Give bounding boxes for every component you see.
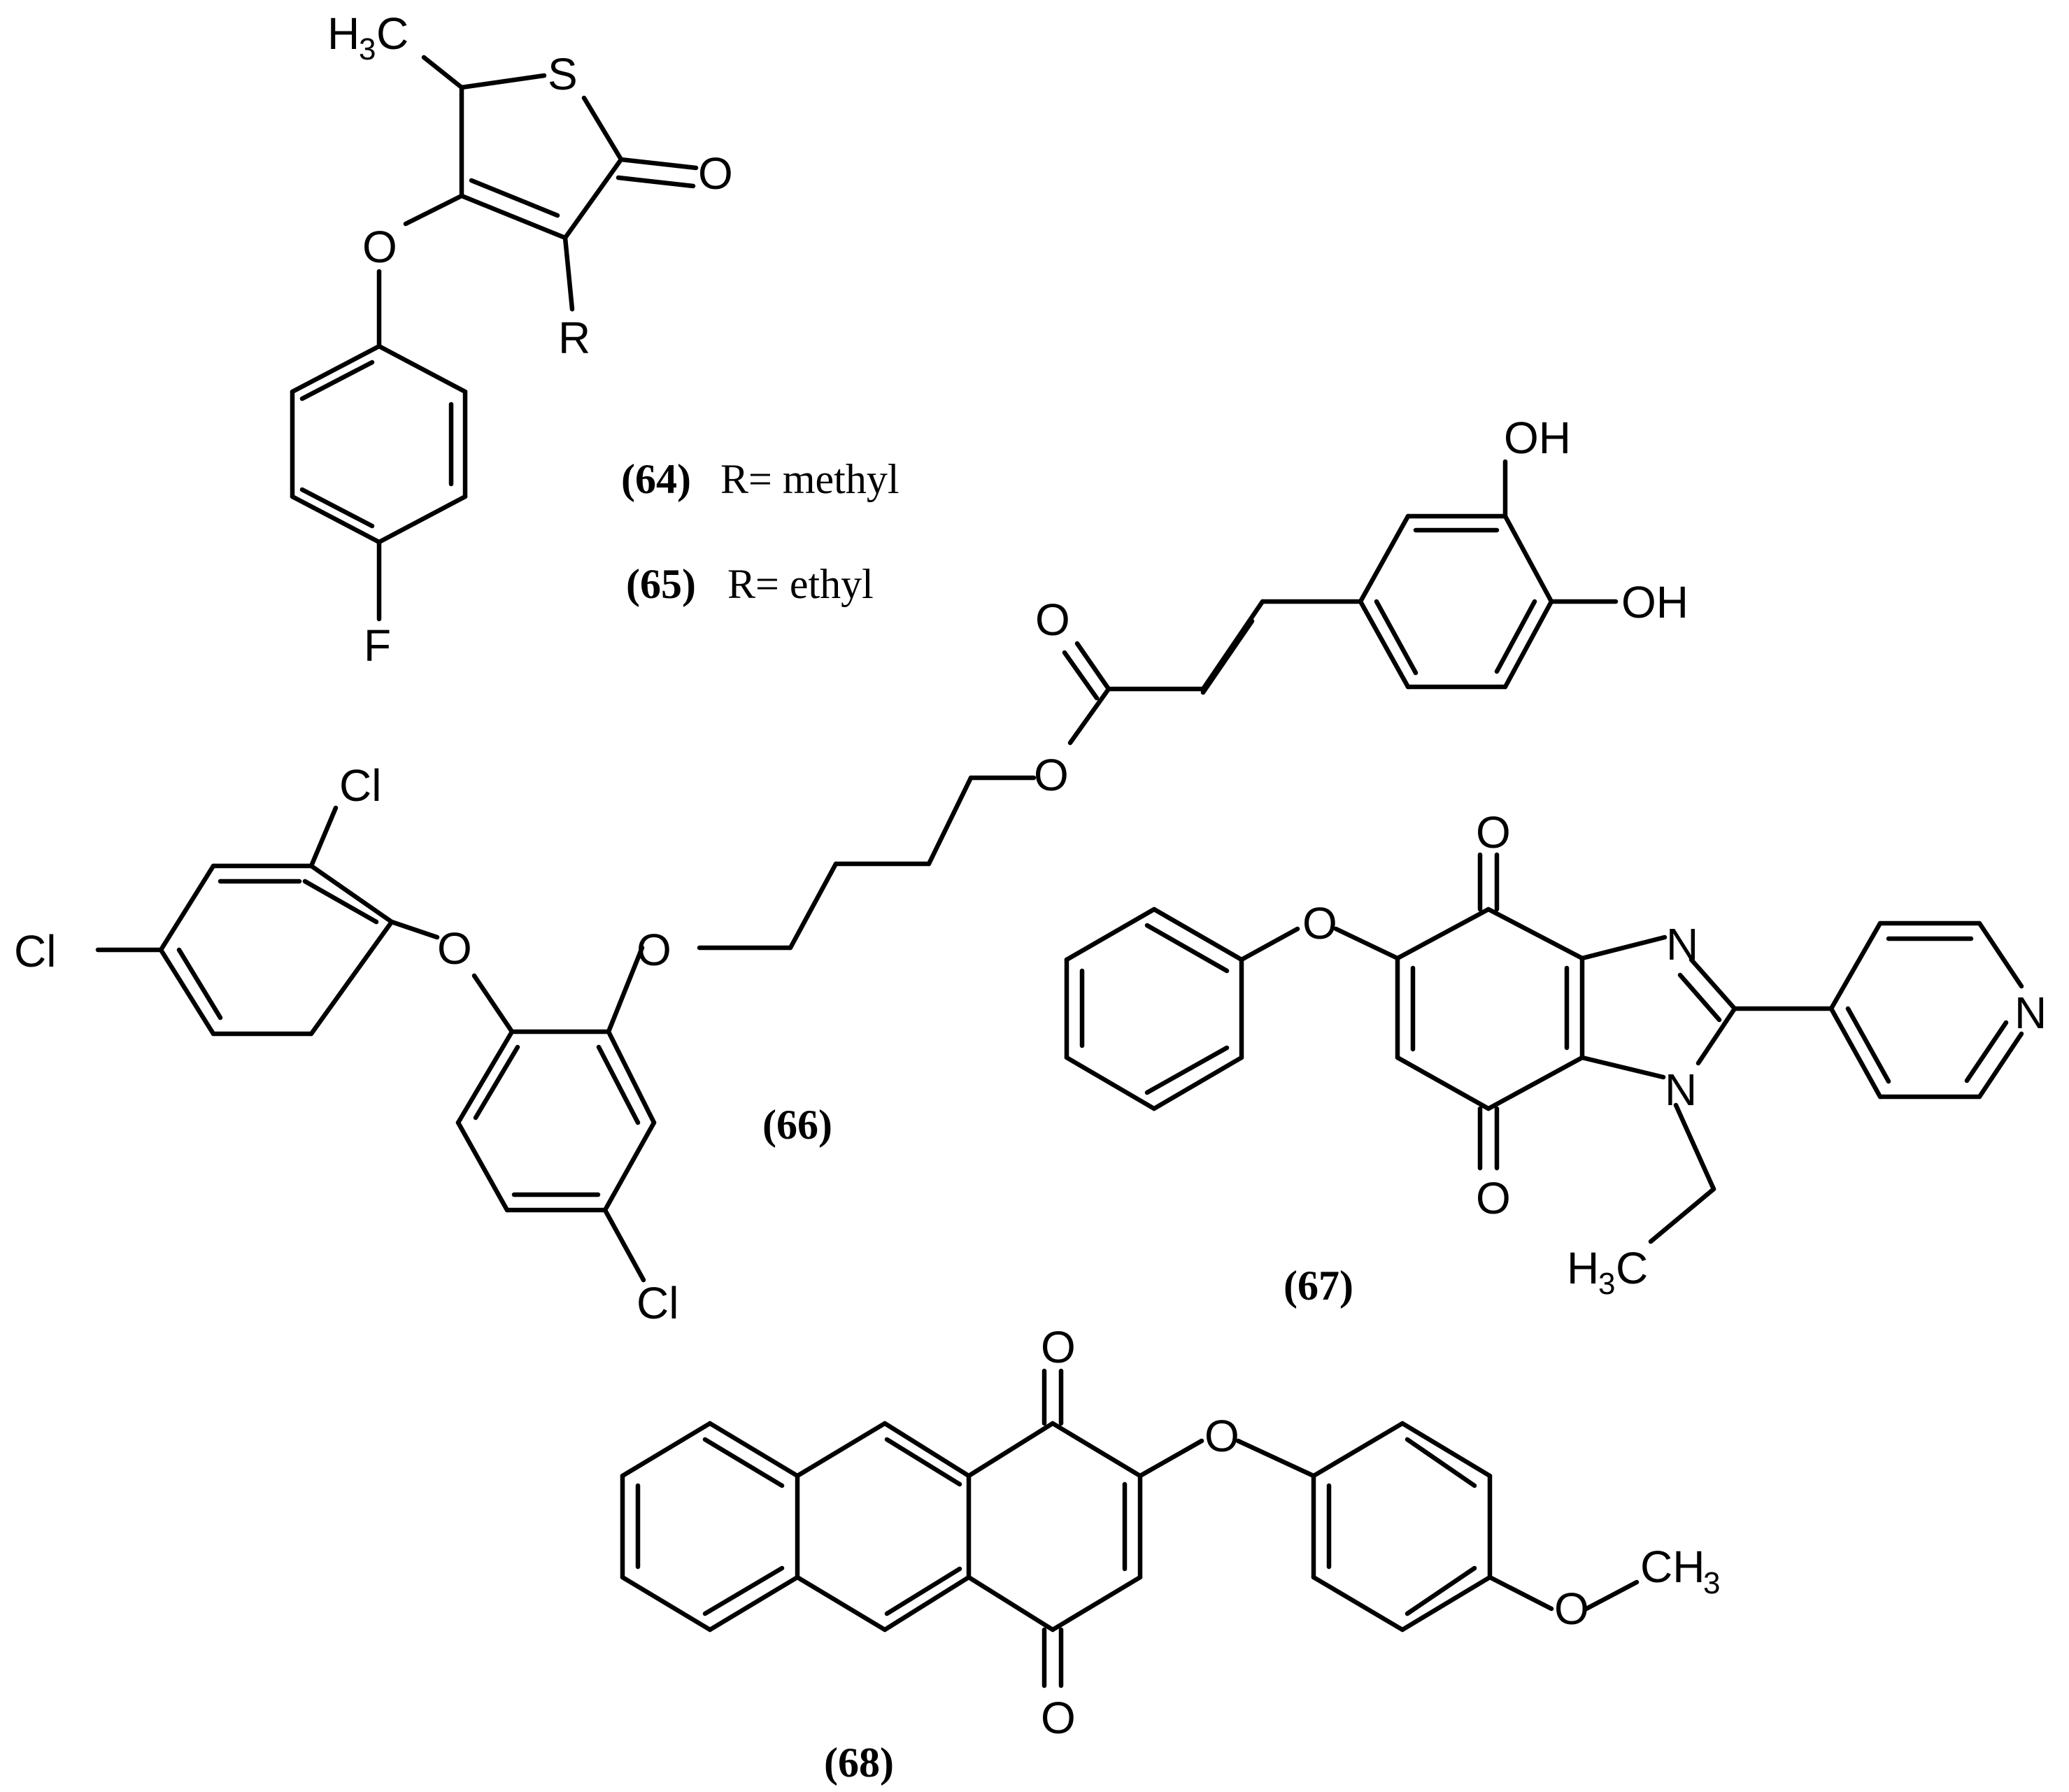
compound-66-number: (66): [762, 1102, 832, 1148]
r-group-label: R: [558, 313, 590, 363]
methyl-c-label: C: [376, 8, 408, 59]
ethyl-h-label: H: [1567, 1243, 1599, 1293]
pyridine-nitrogen-label: N: [2014, 988, 2047, 1038]
quinone-oxygen-bottom-label: O: [1041, 1693, 1076, 1743]
aryl-ether-oxygen-label: O: [1204, 1411, 1239, 1461]
bonds-67: [1064, 852, 2024, 1244]
amine-nitrogen-label: N: [1665, 1065, 1697, 1115]
compound-68-number: (68): [824, 1740, 894, 1786]
ester-oxygen-label: O: [1034, 750, 1069, 800]
ether-oxygen-chain-label: O: [637, 925, 671, 975]
compound-66-structure: OH OH O O O O Cl Cl Cl: [14, 413, 1688, 1328]
compound-64-number: (64): [621, 456, 691, 502]
phenoxy-oxygen-label: O: [1302, 898, 1337, 948]
methyl-subscript-label: 3: [359, 32, 376, 66]
methoxy-subscript-label: 3: [1703, 1566, 1720, 1600]
fluorine-label: F: [364, 620, 391, 671]
compound-67-number: (67): [1284, 1263, 1353, 1309]
compound-65-description: R= ethyl: [727, 561, 874, 607]
carbonyl-oxygen-label: O: [698, 148, 733, 199]
methoxy-oxygen-label: O: [1554, 1584, 1589, 1634]
compound-64-description: R= methyl: [720, 456, 900, 502]
sulfur-label: S: [548, 49, 578, 99]
ether-oxygen-label: O: [362, 222, 397, 272]
quinone-oxygen-bottom-label: O: [1476, 1173, 1511, 1223]
ethyl-c-label: C: [1616, 1243, 1648, 1293]
diaryl-ether-oxygen-label: O: [437, 923, 472, 974]
bonds-66: [95, 459, 1619, 1283]
compound-68-structure: O O O O CH 3: [620, 1322, 1720, 1743]
chlorine-top-label: Cl: [339, 760, 381, 811]
chlorine-bottom-label: Cl: [637, 1278, 678, 1328]
quinone-oxygen-top-label: O: [1476, 807, 1511, 858]
ethyl-subscript-label: 3: [1598, 1267, 1615, 1301]
hydroxyl-right-label: OH: [1621, 577, 1688, 627]
compound-65-number: (65): [626, 561, 696, 607]
methoxy-ch-label: CH: [1640, 1542, 1705, 1592]
compound-67-structure: O O O N N N H 3 C: [1064, 807, 2047, 1301]
imine-nitrogen-label: N: [1666, 919, 1698, 969]
bonds-68: [620, 1368, 1640, 1688]
quinone-oxygen-top-label: O: [1041, 1322, 1076, 1372]
compound-64-65-structure: S O O F R H 3 C: [290, 8, 733, 671]
hydroxyl-top-label: OH: [1504, 413, 1571, 463]
ester-carbonyl-oxygen-label: O: [1035, 595, 1070, 645]
bonds-64: [290, 55, 699, 622]
methyl-h-label: H: [327, 8, 360, 59]
chlorine-left-label: Cl: [14, 926, 56, 976]
